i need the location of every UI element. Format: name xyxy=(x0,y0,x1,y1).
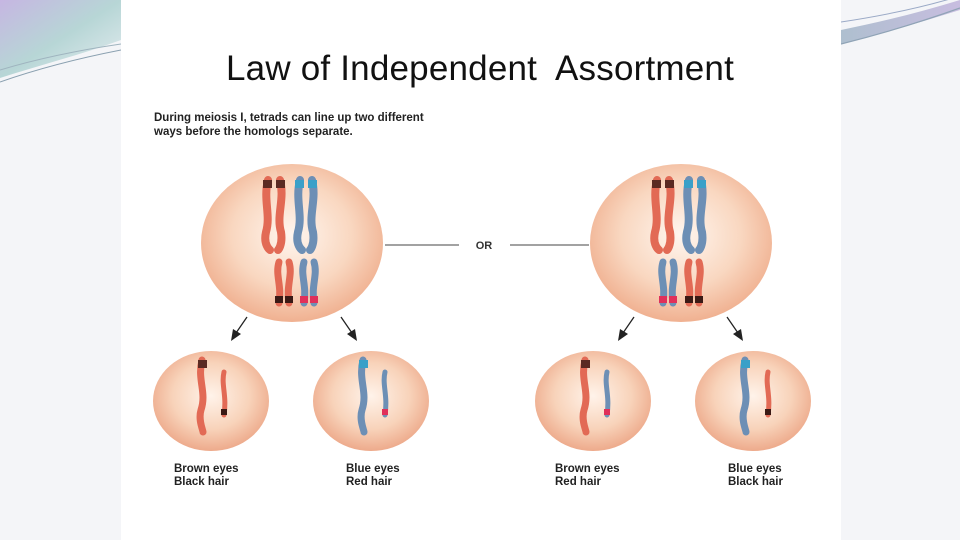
gamete-cell-1 xyxy=(153,351,269,451)
decorative-swoosh-right xyxy=(841,0,960,45)
arrow-icon xyxy=(231,316,248,341)
gamete-trait-hair: Red hair xyxy=(346,476,393,488)
gamete-trait-eyes: Brown eyes xyxy=(555,463,620,475)
gamete-label-3: Brown eyes Red hair xyxy=(555,463,620,489)
parent-cell-right xyxy=(590,164,772,322)
decorative-swoosh-left xyxy=(0,0,121,83)
chromosome-small-red xyxy=(684,258,704,307)
chromosome-large-blue xyxy=(293,176,318,254)
chromosome-small-blue xyxy=(658,258,678,307)
parent-cell-left xyxy=(201,164,383,322)
or-label: OR xyxy=(475,240,493,252)
page-title: Law of Independent Assortment xyxy=(226,49,734,88)
gamete-trait-hair: Black hair xyxy=(174,476,229,488)
gamete-cell-3 xyxy=(535,351,651,451)
gamete-trait-eyes: Blue eyes xyxy=(728,463,782,475)
gamete-trait-eyes: Blue eyes xyxy=(346,463,400,475)
caption-line-1: During meiosis I, tetrads can line up tw… xyxy=(154,112,424,124)
chromosome-small-red xyxy=(274,258,294,307)
gamete-trait-hair: Black hair xyxy=(728,476,783,488)
gamete-label-4: Blue eyes Black hair xyxy=(728,463,783,489)
arrow-icon xyxy=(726,316,743,341)
arrow-icon xyxy=(618,316,635,341)
caption-line-2: ways before the homologs separate. xyxy=(154,126,353,138)
figure-caption: During meiosis I, tetrads can line up tw… xyxy=(154,111,474,139)
gamete-label-2: Blue eyes Red hair xyxy=(346,463,400,489)
gamete-label-1: Brown eyes Black hair xyxy=(174,463,239,489)
arrow-icon xyxy=(340,316,357,341)
chromosome-large-red xyxy=(261,176,286,254)
chromosome-large-red xyxy=(650,176,675,254)
gamete-trait-hair: Red hair xyxy=(555,476,602,488)
chromosome-small-blue xyxy=(299,258,319,307)
gamete-trait-eyes: Brown eyes xyxy=(174,463,239,475)
gamete-cell-4 xyxy=(695,351,811,451)
chromosome-large-blue xyxy=(682,176,707,254)
gamete-cell-2 xyxy=(313,351,429,451)
